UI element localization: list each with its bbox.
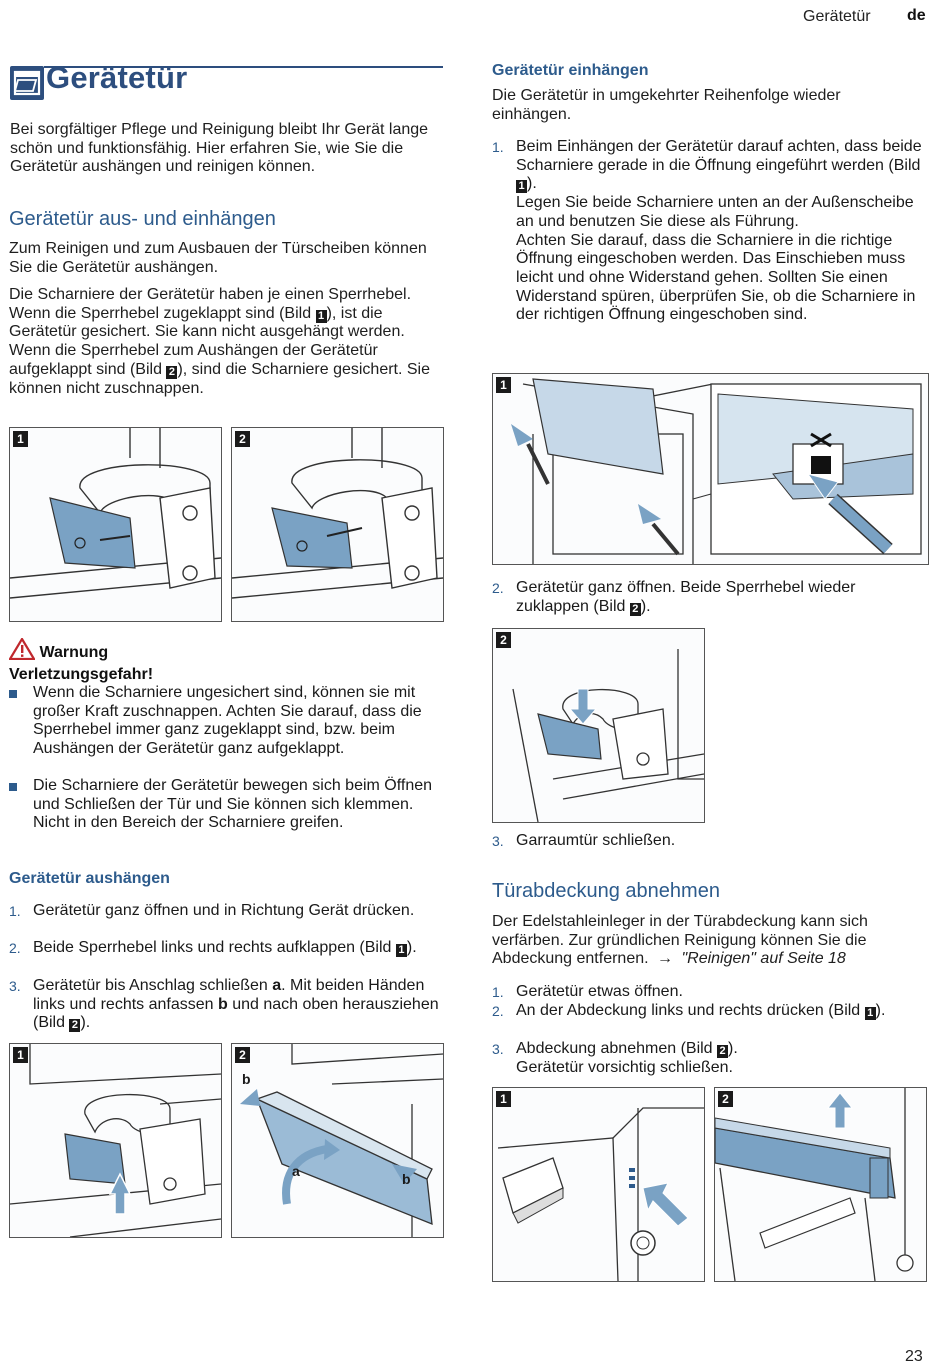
figure-ref-1: 1	[864, 1007, 876, 1020]
figure-hinge-open: 2	[231, 427, 444, 622]
section-heading-aus-einhaengen: Gerätetür aus- und einhängen	[9, 208, 276, 230]
page-title: Gerätetür	[46, 60, 188, 95]
figure-ref-1: 1	[315, 309, 327, 323]
figure-badge: 1	[13, 1047, 28, 1063]
step-item: 3. Abdeckung abnehmen (Bild 2).Gerätetür…	[492, 1040, 738, 1076]
label-a: a	[292, 1163, 300, 1179]
section-heading-tuerabdeckung: Türabdeckung abnehmen	[492, 880, 720, 902]
label-b: b	[402, 1171, 411, 1187]
figure-badge: 1	[13, 431, 28, 447]
warning-item: Die Scharniere der Gerätetür bewegen sic…	[9, 777, 439, 833]
label-b: b	[242, 1071, 251, 1087]
figure-badge: 1	[496, 377, 511, 393]
einhaengen-intro: Die Gerätetür in umgekehrter Reihenfolge…	[492, 87, 841, 123]
figure-ref-2: 2	[166, 365, 178, 379]
figure-ref-2: 2	[717, 1045, 729, 1058]
link-arrow-icon: →	[657, 950, 674, 968]
door-icon	[10, 66, 44, 100]
step-item: 2. An der Abdeckung links und rechts drü…	[492, 1002, 886, 1020]
figure-unhook-door: 2 b a b	[231, 1043, 444, 1238]
warning-item: Wenn die Scharniere ungesichert sind, kö…	[9, 684, 439, 759]
heading-einhaengen: Gerätetür einhängen	[492, 62, 649, 79]
title-rule	[44, 66, 443, 68]
figure-ref-1: 1	[395, 944, 407, 957]
figure-hinge-insert: 1	[492, 373, 929, 565]
intro-text: Bei sorgfältiger Pflege und Reinigung bl…	[10, 121, 429, 176]
step-item: 1. Beim Einhängen der Gerätetür darauf a…	[492, 138, 922, 324]
figure-badge: 2	[235, 1047, 250, 1063]
warning-block: Warnung	[8, 636, 109, 665]
bullet-square	[9, 783, 17, 791]
tuerabdeckung-paragraph: Der Edelstahleinleger in der Türabdeckun…	[492, 913, 868, 968]
figure-badge: 2	[718, 1091, 733, 1107]
figure-ref-2: 2	[69, 1019, 81, 1033]
figure-cover-remove: 2	[714, 1087, 927, 1282]
figure-ref-2: 2	[629, 602, 641, 616]
figure-lever-close: 2	[492, 628, 705, 823]
step-item: 2. Gerätetür ganz öffnen. Beide Sperrheb…	[492, 579, 856, 616]
figure-badge: 2	[235, 431, 250, 447]
header-section: Gerätetür	[803, 8, 871, 25]
page-number: 23	[905, 1348, 923, 1365]
heading-aushaengen: Gerätetür aushängen	[9, 870, 170, 887]
section1-paragraph-2: Die Scharniere der Gerätetür haben je ei…	[9, 286, 431, 397]
step-item: 2. Beide Sperrhebel links und rechts auf…	[9, 939, 417, 957]
figure-cover-press: 1	[492, 1087, 705, 1282]
bullet-square	[9, 690, 17, 698]
figure-badge: 1	[496, 1091, 511, 1107]
figure-badge: 2	[496, 632, 511, 648]
step-item: 1. Gerätetür ganz öffnen und in Richtung…	[9, 902, 415, 919]
figure-ref-1: 1	[516, 180, 527, 194]
header-language: de	[907, 7, 926, 24]
warning-label: Warnung	[39, 644, 109, 661]
warning-icon	[8, 636, 36, 665]
step-item: 1. Gerätetür etwas öffnen.	[492, 983, 683, 1000]
step-item: 3. Gerätetür bis Anschlag schließen a. M…	[9, 977, 439, 1033]
step-item: 3. Garraumtür schließen.	[492, 832, 676, 849]
reference-link[interactable]: "Reinigen" auf Seite 18	[681, 950, 846, 968]
warning-subtitle: Verletzungsgefahr!	[9, 666, 154, 683]
section1-paragraph-1: Zum Reinigen und zum Ausbauen der Türsch…	[9, 240, 427, 276]
figure-hinge-closed: 1	[9, 427, 222, 622]
figure-unhook-levers: 1	[9, 1043, 222, 1238]
